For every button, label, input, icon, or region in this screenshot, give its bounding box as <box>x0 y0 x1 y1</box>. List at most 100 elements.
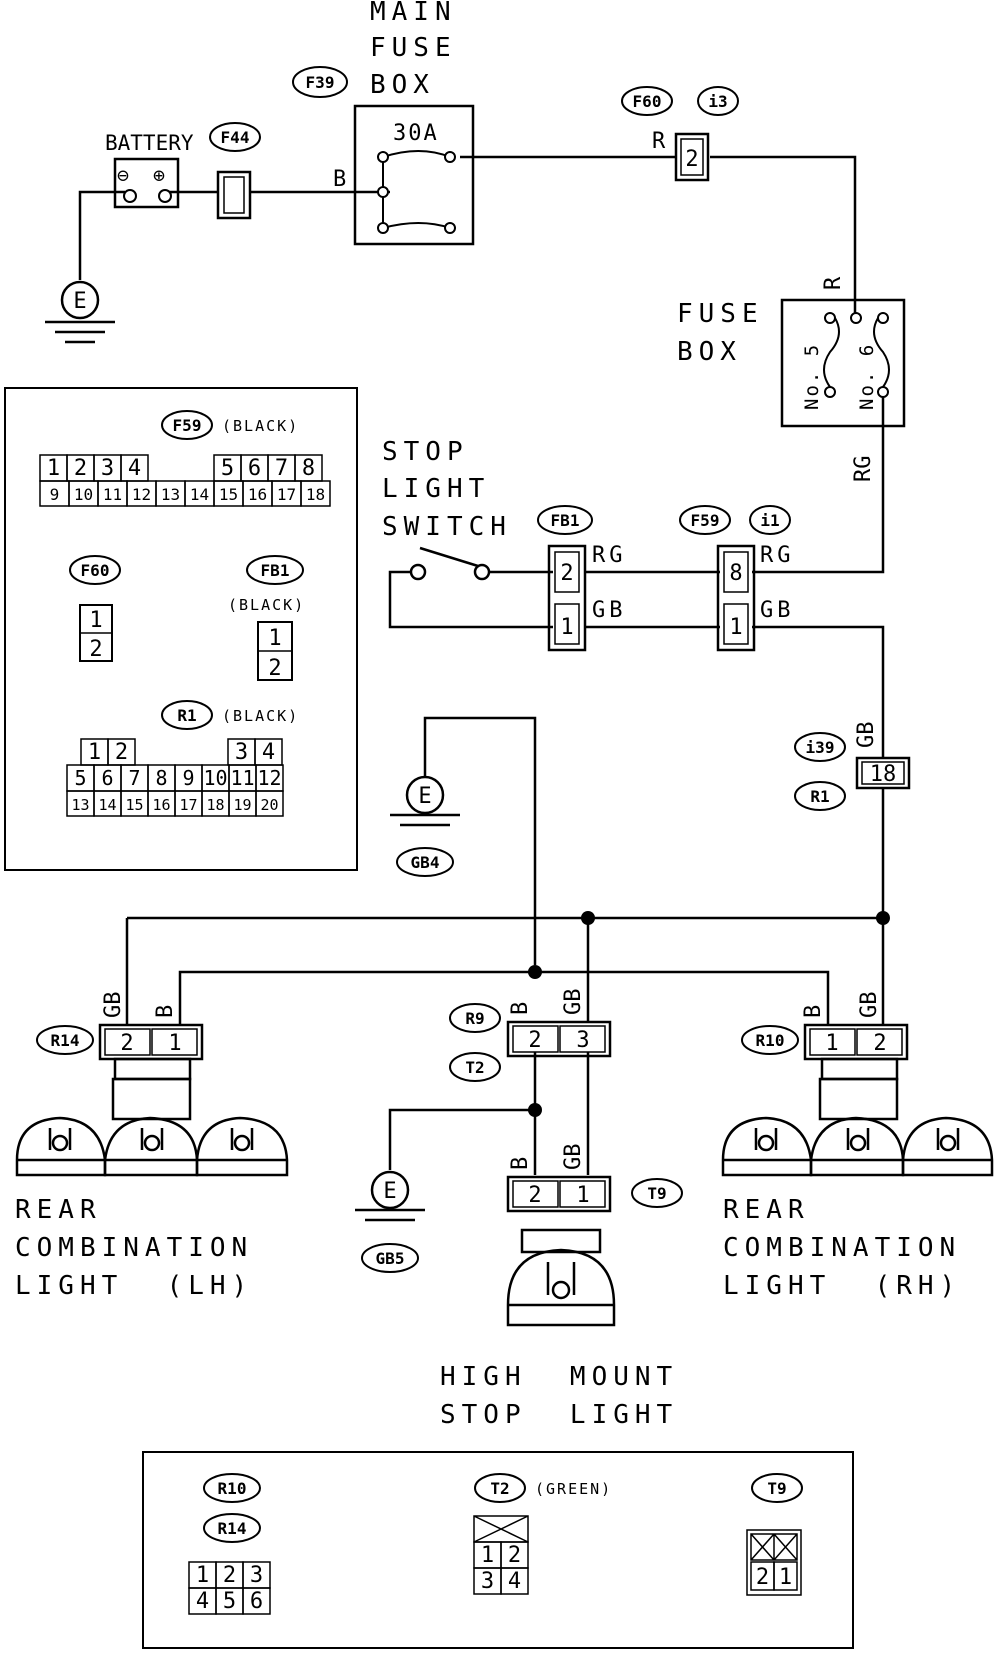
r1-pin-label: 1 <box>88 740 101 765</box>
rear-rh-label-3: LIGHT (RH) <box>723 1271 961 1301</box>
r1-pin-label: 7 <box>128 766 140 790</box>
r1-tag: R1 <box>810 787 829 806</box>
legend-f59-tag: F59 <box>173 416 202 435</box>
gb5-ground-symbol: E <box>383 1179 396 1204</box>
battery-ground-wire <box>78 190 125 280</box>
high-mount-label-1: HIGH MOUNT <box>440 1362 678 1392</box>
i3-tag: i3 <box>708 92 727 111</box>
r1-pin-label: 9 <box>182 766 194 790</box>
r10-r14-pin-label: 5 <box>223 1589 236 1614</box>
fb1-pin-1: 1 <box>560 615 573 640</box>
f59-cell <box>300 480 331 507</box>
wire-label-rg-2: RG <box>760 543 795 568</box>
t9-pin-label: 2 <box>756 1565 769 1590</box>
r1-pin-label: 18 <box>206 796 224 814</box>
wire-label-gb-t9: GB <box>561 1144 586 1171</box>
fuse-box: FUSE BOX No. 5 No. 6 <box>677 298 906 428</box>
t9-cell <box>773 1561 798 1591</box>
rear-rh-label-1: REAR <box>723 1195 810 1225</box>
r10-r14-cell <box>242 1587 271 1615</box>
r10-r14-pin-label: 6 <box>250 1589 263 1614</box>
r1-pin-label: 12 <box>257 766 281 790</box>
rear-combination-lh-label: REAR COMBINATION LIGHT (LH) <box>15 1195 253 1301</box>
high-mount-stop-light <box>506 1228 616 1327</box>
connector-i39-r1: GB i39 R1 18 <box>794 722 911 811</box>
legend-f60-pin-1: 1 <box>89 608 102 633</box>
switch-label-2: LIGHT <box>382 474 490 504</box>
legend-r10-tag: R10 <box>218 1479 247 1498</box>
main-fuse-rating: 30A <box>393 121 439 146</box>
wire-label-b-t9: B <box>508 1157 533 1170</box>
legend-r1-tag: R1 <box>177 706 196 725</box>
t2-tag: T2 <box>465 1058 484 1077</box>
main-fuse-box-label-2: FUSE <box>370 33 457 63</box>
fuse-box-label-1: FUSE <box>677 299 764 329</box>
wire-label-gb-r9: GB <box>561 989 586 1016</box>
high-mount-label-2: STOP LIGHT <box>440 1400 678 1430</box>
f59-pin-label: 6 <box>248 456 261 481</box>
r1-pin-label: 8 <box>155 766 167 790</box>
f59-pin-label: 10 <box>74 485 93 504</box>
r1-pin-label: 10 <box>203 766 227 790</box>
r10-r14-pin-label: 4 <box>196 1589 209 1614</box>
f59-pin-label: 15 <box>219 485 238 504</box>
gb4-tag: GB4 <box>411 853 440 872</box>
f59-pin-label: 3 <box>101 456 114 481</box>
fuse-no5-label: No. 5 <box>801 343 823 410</box>
i39-tag: i39 <box>806 738 835 757</box>
r10-r14-pin-label: 1 <box>196 1563 209 1588</box>
legend-t2-blank-cell <box>473 1515 529 1543</box>
connector-r9-t2: B GB R9 T2 2 3 <box>449 989 612 1082</box>
fuse-box-label-2: BOX <box>677 337 742 367</box>
wire-label-gb-rh: GB <box>857 992 882 1019</box>
r10-pin-1: 1 <box>825 1031 838 1056</box>
f59-pin-label: 4 <box>128 456 141 481</box>
wire-b-bus <box>178 970 830 1025</box>
f60-tag: F60 <box>633 92 662 111</box>
fuse-no6-label: No. 6 <box>856 343 878 410</box>
f39-tag: F39 <box>306 73 335 92</box>
r9-tag: R9 <box>465 1009 484 1028</box>
main-fuse-box-label-3: BOX <box>370 70 435 100</box>
f59-pin-8: 8 <box>729 561 742 586</box>
r1-pin-label: 19 <box>233 796 251 814</box>
t2-pin-label: 4 <box>508 1569 521 1594</box>
main-fuse-box-label-1: MAIN <box>370 0 457 27</box>
f59-pin-label: 16 <box>248 485 267 504</box>
rear-combination-light-lh <box>15 1057 289 1177</box>
f59-pin-label: 12 <box>132 485 151 504</box>
r1-pin-label: 13 <box>71 796 89 814</box>
rear-lh-label-2: COMBINATION <box>15 1233 253 1263</box>
t9-tag: T9 <box>647 1184 666 1203</box>
wire-label-r-2: R <box>821 276 846 290</box>
r1-pin-label: 15 <box>125 796 143 814</box>
main-fuse-box: MAIN FUSE BOX F39 30A <box>292 0 475 246</box>
t2-pin-label: 3 <box>481 1569 494 1594</box>
wire-label-b-main: B <box>333 167 346 192</box>
r1-pin-label: 3 <box>235 740 248 765</box>
wire-label-gb-2: GB <box>760 598 795 623</box>
wire-switch-loop <box>388 570 553 629</box>
battery-negative-icon: ⊖ <box>117 163 129 187</box>
i1-tag: i1 <box>760 511 779 530</box>
wire-rg-fuse-box <box>752 392 885 574</box>
f59-tag: F59 <box>691 511 720 530</box>
battery: BATTERY ⊖ ⊕ <box>105 131 194 209</box>
t9-pin-1: 1 <box>576 1183 589 1208</box>
legend-r14-tag: R14 <box>218 1519 247 1538</box>
rear-rh-label-2: COMBINATION <box>723 1233 961 1263</box>
wire-label-gb-i39: GB <box>854 722 879 749</box>
i39-pin-18: 18 <box>870 762 897 787</box>
legend-r1-note: (BLACK) <box>222 707 299 725</box>
t9-pin-label: 1 <box>779 1565 792 1590</box>
wire-label-b-lh: B <box>153 1005 178 1018</box>
r1-pin-label: 11 <box>230 766 254 790</box>
f59-pin-label: 13 <box>161 485 180 504</box>
f59-pin-label: 14 <box>190 485 209 504</box>
